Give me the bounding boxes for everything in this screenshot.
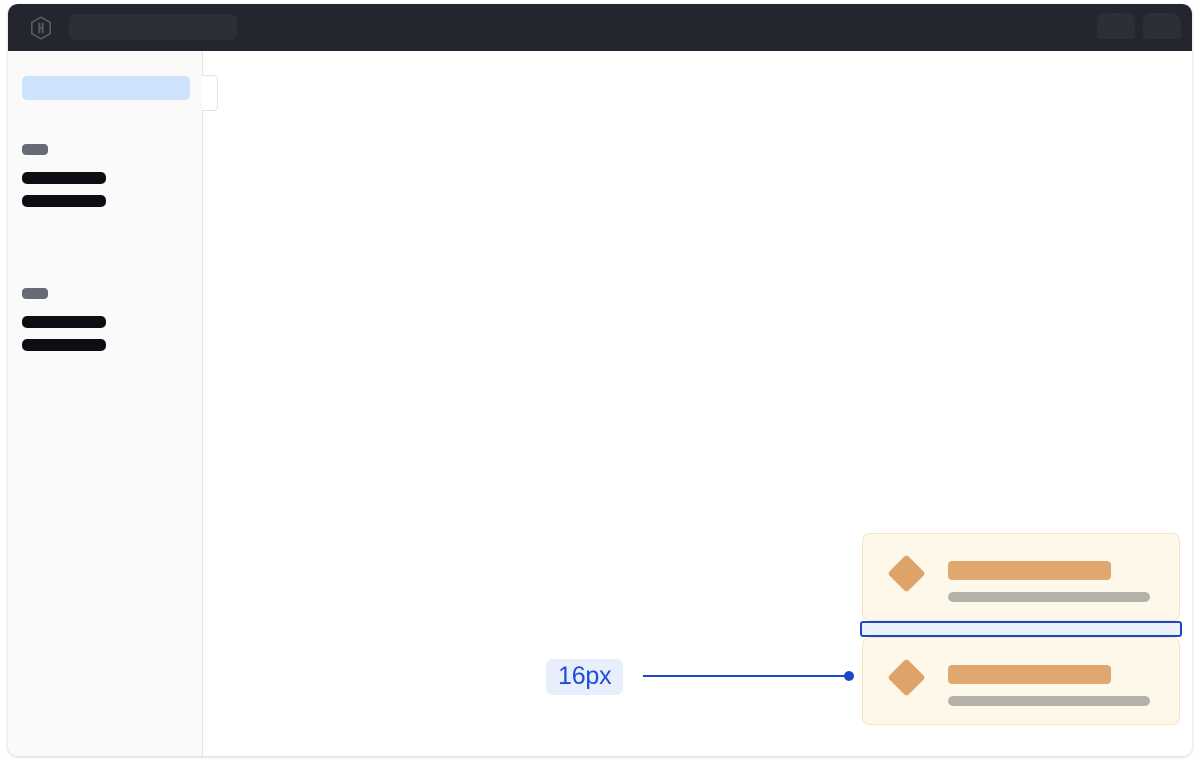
content-pane: 16px bbox=[203, 51, 1192, 756]
card-subtitle bbox=[948, 592, 1150, 602]
header-action-button-2[interactable] bbox=[1143, 13, 1181, 39]
app-window: 16px bbox=[8, 4, 1192, 756]
sidebar-item[interactable] bbox=[22, 195, 106, 207]
header-search-input[interactable] bbox=[69, 14, 237, 40]
sidebar bbox=[8, 51, 203, 756]
sidebar-item[interactable] bbox=[22, 339, 106, 351]
card-title bbox=[948, 665, 1111, 684]
card-subtitle bbox=[948, 696, 1150, 706]
diamond-icon bbox=[887, 658, 926, 697]
header-action-button-1[interactable] bbox=[1097, 13, 1135, 39]
card-stack bbox=[860, 533, 1184, 725]
sidebar-group-2 bbox=[22, 288, 106, 351]
sidebar-group-label bbox=[22, 144, 48, 155]
sidebar-item[interactable] bbox=[22, 316, 106, 328]
card-title bbox=[948, 561, 1111, 580]
diamond-icon bbox=[887, 554, 926, 593]
app-body: 16px bbox=[8, 51, 1192, 756]
measurement-endpoint-dot bbox=[844, 671, 854, 681]
spacing-value-badge: 16px bbox=[546, 659, 624, 695]
sidebar-group-1 bbox=[22, 144, 106, 207]
sidebar-collapse-handle[interactable] bbox=[202, 75, 218, 111]
measurement-leader-line bbox=[643, 675, 847, 677]
hashicorp-logo-icon[interactable] bbox=[29, 16, 53, 40]
info-card[interactable] bbox=[862, 533, 1180, 621]
sidebar-group-label bbox=[22, 288, 48, 299]
sidebar-item-selected[interactable] bbox=[22, 76, 190, 100]
info-card[interactable] bbox=[862, 637, 1180, 725]
app-header bbox=[8, 4, 1192, 51]
spacing-gap-highlight bbox=[860, 621, 1182, 637]
sidebar-item[interactable] bbox=[22, 172, 106, 184]
